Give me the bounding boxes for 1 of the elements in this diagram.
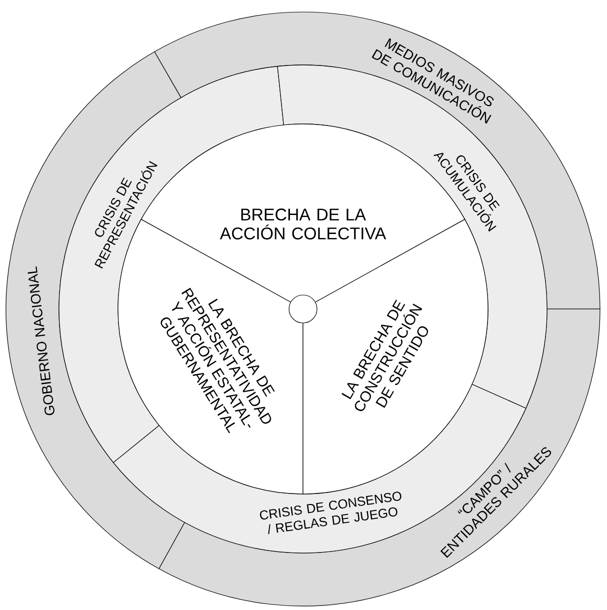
hub-circle: [288, 294, 318, 324]
